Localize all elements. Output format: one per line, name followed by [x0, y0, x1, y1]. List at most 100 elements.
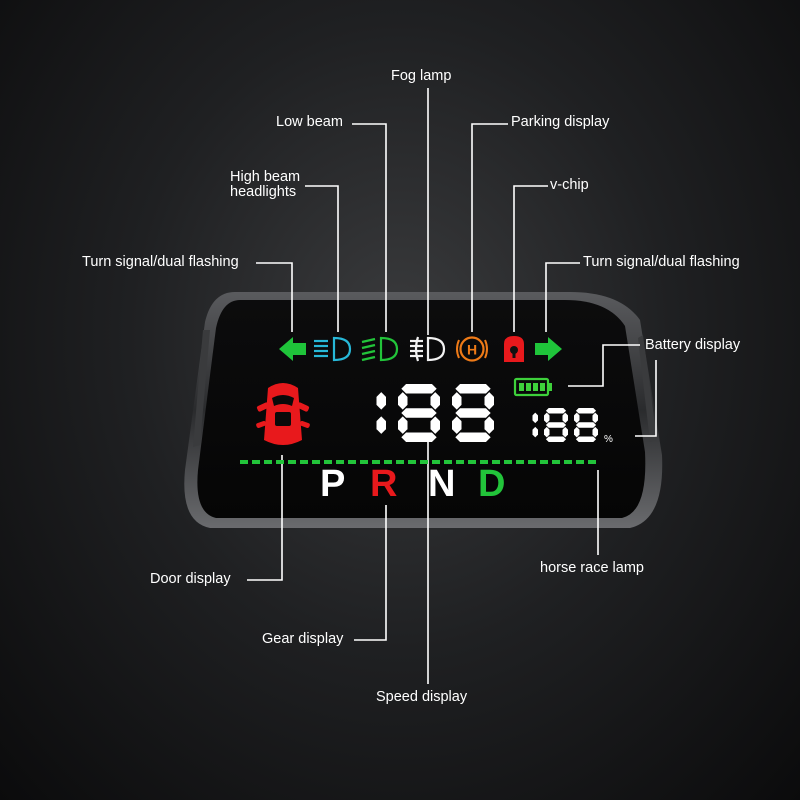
horse-race-dash	[480, 460, 488, 464]
high-beam-leader	[305, 185, 339, 332]
secondary-digit	[532, 412, 538, 438]
gear-letter-n: N	[428, 463, 456, 505]
horse-race-dash	[540, 460, 548, 464]
horse-race-dash	[468, 460, 476, 464]
speed-segment	[455, 432, 491, 442]
speed-segment	[401, 432, 437, 442]
gear-leader	[354, 505, 387, 641]
horse-race-dash	[324, 460, 332, 464]
speed-segment	[452, 392, 462, 410]
low-beam-label: Low beam	[276, 114, 343, 130]
speed-segment	[484, 416, 494, 434]
gear-letter-d: D	[478, 463, 506, 505]
horse-race-dash	[576, 460, 584, 464]
secondary-readout	[532, 408, 598, 442]
speed-readout	[376, 384, 494, 442]
secondary-segment	[545, 422, 567, 428]
secondary-segment	[575, 422, 597, 428]
horse-race-dash	[336, 460, 344, 464]
secondary-segment	[574, 426, 580, 438]
horse-race-dash	[456, 460, 464, 464]
v-chip-icon	[504, 336, 524, 362]
horse-race-dash	[408, 460, 416, 464]
low-beam-leader	[352, 123, 387, 332]
speed-segment	[401, 408, 437, 418]
turn-signal-left-label: Turn signal/dual flashing	[82, 254, 239, 270]
v-chip-label: v-chip	[550, 177, 589, 193]
horse-race-dash	[264, 460, 272, 464]
horse-race-dash	[240, 460, 248, 464]
speed-segment	[455, 384, 491, 394]
speed-digit	[398, 384, 440, 442]
speed-segment	[376, 416, 386, 434]
horse-race-dash	[492, 460, 500, 464]
secondary-segment	[544, 426, 550, 438]
horse-race-dash	[276, 460, 284, 464]
secondary-segment	[562, 412, 568, 424]
speed-segment	[452, 416, 462, 434]
secondary-segment	[562, 426, 568, 438]
secondary-segment	[532, 426, 538, 438]
speed-display-label: Speed display	[376, 689, 468, 705]
secondary-segment	[545, 436, 567, 442]
speed-segment	[398, 392, 408, 410]
turn-left-arrow-icon	[279, 337, 306, 361]
speed-segment	[455, 408, 491, 418]
percent-sign: %	[604, 434, 613, 445]
secondary-segment	[592, 426, 598, 438]
turn-right-leader	[545, 262, 580, 332]
horse-race-dash	[288, 460, 296, 464]
parking-leader	[471, 123, 508, 332]
speed-digit	[452, 384, 494, 442]
horse-race-dash	[588, 460, 596, 464]
speed-segment	[484, 392, 494, 410]
speed-digit	[376, 392, 386, 434]
horse-race-dash	[372, 460, 380, 464]
speed-segment	[430, 416, 440, 434]
battery-icon	[513, 377, 552, 397]
secondary-segment	[544, 412, 550, 424]
battery-display-label: Battery display	[645, 337, 741, 353]
horse-race-lamp-label: horse race lamp	[540, 560, 644, 576]
horse-race-dash	[564, 460, 572, 464]
secondary-segment	[575, 436, 597, 442]
high-beam-icon	[314, 336, 352, 362]
secondary-digit	[574, 408, 598, 442]
secondary-segment	[532, 412, 538, 424]
secondary-segment	[574, 412, 580, 424]
secondary-digit	[544, 408, 568, 442]
parking-display-label: Parking display	[511, 114, 610, 130]
turn-left-leader	[256, 262, 293, 332]
secondary-segment	[592, 412, 598, 424]
gear-letter-p: P	[320, 463, 346, 505]
leader-lines	[247, 88, 657, 684]
door-leader	[247, 455, 283, 581]
horse-race-dash	[528, 460, 536, 464]
horse-race-dash	[348, 460, 356, 464]
v-chip-leader	[513, 185, 548, 332]
fog-lamp-label: Fog lamp	[391, 68, 452, 84]
svg-text:H: H	[467, 342, 477, 358]
horse-race-dash	[396, 460, 404, 464]
horse-race-dash	[444, 460, 452, 464]
horse-race-dash	[432, 460, 440, 464]
door-display-label: Door display	[150, 571, 231, 587]
horse-race-dash	[420, 460, 428, 464]
secondary-segment	[545, 408, 567, 414]
speed-segment	[401, 384, 437, 394]
gear-display-label: Gear display	[262, 631, 344, 647]
fog-lamp-icon	[410, 336, 446, 362]
secondary-segment	[575, 408, 597, 414]
speed-segment	[398, 416, 408, 434]
horse-race-dash	[360, 460, 368, 464]
high-beam-label-line1: High beam	[230, 169, 301, 185]
battery-leader-2	[635, 360, 657, 437]
car-door-icon	[256, 383, 310, 445]
horse-race-lamp	[240, 460, 596, 464]
horse-race-dash	[516, 460, 524, 464]
horse-race-dash	[504, 460, 512, 464]
horse-race-dash	[552, 460, 560, 464]
horse-race-dash	[384, 460, 392, 464]
low-beam-icon	[361, 336, 399, 362]
